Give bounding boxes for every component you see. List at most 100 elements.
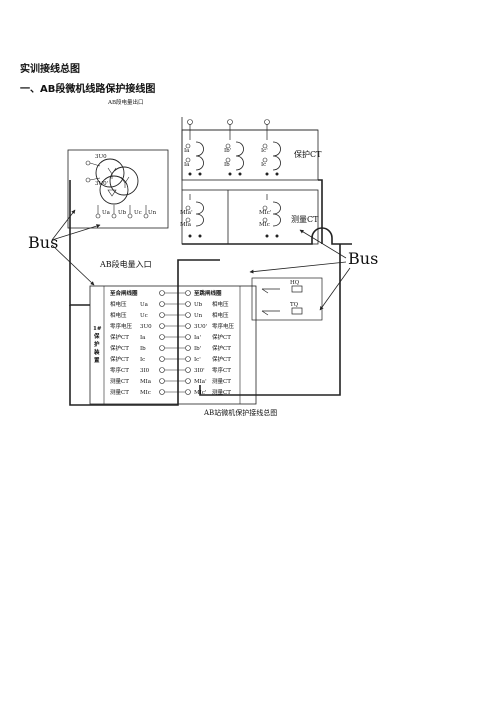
terminal-dot <box>159 334 165 340</box>
device-label-3: 护 <box>94 340 100 348</box>
pt-un-label: Un <box>148 210 157 216</box>
terminal-dot <box>95 213 101 219</box>
mct-mia-top: MIa' <box>180 210 193 216</box>
bus-arrows <box>51 209 351 311</box>
terminal-dot <box>227 119 233 125</box>
mct-mic-top: MIc' <box>259 210 271 216</box>
pt-3u0-label: 3U0 <box>95 154 107 160</box>
terminal-dot <box>159 389 165 395</box>
terminal-left-name: 保护CT <box>110 355 129 363</box>
terminal-right-name: 相电压 <box>212 311 229 319</box>
page-title: 实训接线总图 <box>20 64 80 75</box>
terminal-dot <box>185 301 191 307</box>
terminal-left-code: Ib <box>140 346 146 352</box>
terminal-left-name: 零序CT <box>110 366 129 374</box>
terminal-dot <box>185 389 191 395</box>
voltage-transformer: 3U0 3U0' Ua Ub Uc Un <box>67 149 169 229</box>
hq-label: HQ <box>290 280 300 286</box>
output-label: AB段电量出口 <box>107 98 144 106</box>
terminal-dot <box>159 378 165 384</box>
trip-close-relay: HQ TQ <box>251 277 323 321</box>
terminal-right-code: 至跳闸线圈 <box>194 289 222 297</box>
terminal-right-code: 3U0' <box>194 324 207 330</box>
terminal-left-name: 相电压 <box>110 311 127 319</box>
terminal-right-code: MIa' <box>194 379 207 385</box>
ct-ic-top: Ic' <box>261 148 268 154</box>
terminal-left-name: 零序电压 <box>110 322 133 330</box>
terminal-right-code: Ub <box>194 302 203 308</box>
terminal-left-name: 保护CT <box>110 333 129 341</box>
measurement-ct: MIa' MIa MIc' MIc 测量CT <box>180 189 319 245</box>
ct-ib-top: Ib' <box>224 148 231 154</box>
pt-ub-label: Ub <box>118 210 127 216</box>
terminal-dot <box>159 345 165 351</box>
terminal-right-name: 零序电压 <box>212 322 235 330</box>
terminal-left-code: MIc <box>140 390 151 396</box>
device-label-5: 置 <box>94 356 100 364</box>
terminal-dot <box>111 213 117 219</box>
pt-uc-label: Uc <box>134 210 142 216</box>
terminal-right-code: Un <box>194 313 203 319</box>
terminal-left-code: 3I0 <box>140 368 150 374</box>
terminal-right-name: 保护CT <box>212 333 231 341</box>
bus-wiring <box>69 179 352 406</box>
terminal-left-name: 至合闸线圈 <box>110 289 138 297</box>
terminal-right-code: 3I0' <box>194 368 205 374</box>
terminal-dot <box>185 323 191 329</box>
measure-ct-title: 测量CT <box>291 215 319 224</box>
pt-ua-label: Ua <box>102 210 111 216</box>
terminal-right-name: 零序CT <box>212 366 231 374</box>
terminal-dot <box>159 312 165 318</box>
section-title: 一、AB段微机线路保护接线图 <box>20 84 156 95</box>
terminal-right-code: Ic' <box>194 357 201 363</box>
terminal-left-code: Ia <box>140 335 146 341</box>
terminal-dot <box>159 301 165 307</box>
terminal-right-name: 保护CT <box>212 344 231 352</box>
terminal-right-name: 相电压 <box>212 300 229 308</box>
bus-left-label: Bus <box>28 233 58 252</box>
terminal-left-code: MIa <box>140 379 152 385</box>
mct-mic-bottom: MIc <box>259 222 270 228</box>
terminal-dot <box>185 312 191 318</box>
protect-ct-title: 保护CT <box>294 149 322 159</box>
terminal-right-name: 保护CT <box>212 355 231 363</box>
bus-right-label: Bus <box>348 249 378 268</box>
device-label-1: 1# <box>93 326 102 332</box>
protection-ct: Ia Ia Ib' Ib Ic' Ic 保护CT <box>181 117 322 190</box>
terminal-dot <box>187 119 193 125</box>
terminal-right-name: 测量CT <box>212 388 231 396</box>
terminal-dot <box>127 213 133 219</box>
diagram-caption: AB站微机保护接线总图 <box>203 408 277 417</box>
terminal-left-code: Uc <box>140 313 148 319</box>
terminal-left-code: Ic <box>140 357 145 363</box>
ct-ic-bottom: Ic <box>261 162 266 168</box>
pt-3u0p-label: 3U0' <box>95 181 108 187</box>
terminal-dot <box>85 160 91 166</box>
ct-ib-bottom: Ib <box>224 162 230 168</box>
mct-mia-bottom: MIa <box>180 222 192 228</box>
terminal-dot <box>185 356 191 362</box>
terminal-dot <box>143 213 149 219</box>
terminal-left-code: Ua <box>140 302 149 308</box>
device-label-4: 装 <box>94 348 100 356</box>
input-label: AB段电量入口 <box>99 259 152 269</box>
terminal-left-name: 测量CT <box>110 388 129 396</box>
device-label-2: 保 <box>93 332 100 340</box>
terminal-left-name: 保护CT <box>110 344 129 352</box>
terminal-left-name: 相电压 <box>110 300 127 308</box>
terminal-dot <box>185 290 191 296</box>
terminal-dot <box>185 367 191 373</box>
terminal-right-code: Ib' <box>194 346 201 352</box>
terminal-dot <box>185 345 191 351</box>
ct-ia-bottom: Ia <box>184 162 190 168</box>
terminal-right-code: MIc' <box>194 390 206 396</box>
terminal-dot <box>159 323 165 329</box>
terminal-dot <box>185 334 191 340</box>
terminal-left-name: 测量CT <box>110 377 129 385</box>
terminal-dot <box>159 290 165 296</box>
terminal-dot <box>185 378 191 384</box>
terminal-right-name: 测量CT <box>212 377 231 385</box>
terminal-dot <box>85 177 91 183</box>
